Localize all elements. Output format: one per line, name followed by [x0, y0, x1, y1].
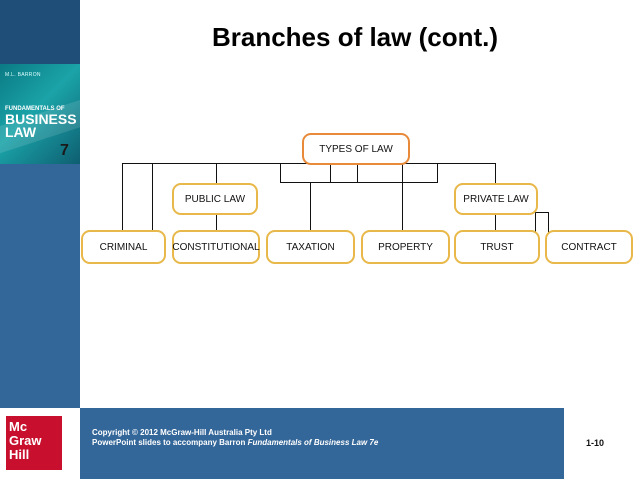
slide-number-area [564, 408, 638, 479]
copyright-line2-prefix: PowerPoint slides to accompany Barron [92, 438, 248, 447]
logo-line: Graw [9, 433, 42, 448]
copyright-line2-book: Fundamentals of Business Law 7e [247, 438, 379, 447]
connector-line [437, 163, 438, 183]
connector-line [310, 183, 311, 233]
logo-text: Mc Graw Hill [9, 420, 61, 462]
connector-line [330, 163, 331, 183]
connector-line [280, 182, 438, 183]
connector-line [402, 163, 403, 183]
node-private-law: PRIVATE LAW [454, 183, 538, 215]
connector-line [122, 163, 123, 233]
connector-line [216, 212, 217, 234]
logo-line: Mc [9, 419, 28, 434]
slide-title: Branches of law (cont.) [211, 22, 499, 52]
book-title-line1: FUNDAMENTALS OF [5, 106, 65, 112]
connector-line [495, 163, 496, 185]
book-edition: 7 [60, 142, 69, 159]
connector-line [357, 155, 358, 183]
node-taxation: TAXATION [266, 230, 355, 264]
node-property: PROPERTY [361, 230, 450, 264]
connector-line [122, 163, 280, 164]
connector-line [438, 163, 496, 164]
connector-line [548, 212, 549, 234]
node-contract: CONTRACT [545, 230, 633, 264]
book-title-line2: BUSINESS [5, 111, 77, 127]
node-types-of-law: TYPES OF LAW [302, 133, 410, 165]
node-criminal: CRIMINAL [81, 230, 166, 264]
slide-number: 1-10 [586, 438, 605, 448]
copyright-line2: PowerPoint slides to accompany Barron Fu… [92, 438, 378, 448]
node-constitutional: CONSTITUTIONAL [172, 230, 260, 264]
book-cover-image: M.L. BARRON FUNDAMENTALS OF BUSINESS LAW… [0, 64, 80, 164]
connector-line [280, 163, 281, 183]
copyright-line1: Copyright © 2012 McGraw-Hill Australia P… [92, 428, 272, 437]
logo-line: Hill [9, 447, 30, 462]
node-trust: TRUST [454, 230, 540, 264]
book-title-line3: LAW [5, 124, 37, 140]
footer-bar [0, 408, 638, 479]
node-public-law: PUBLIC LAW [172, 183, 258, 215]
connector-line [495, 212, 496, 234]
book-author: M.L. BARRON [5, 72, 41, 78]
connector-line [216, 163, 217, 185]
connector-line [535, 212, 536, 232]
connector-line [535, 212, 549, 213]
connector-line [152, 163, 153, 233]
mcgraw-hill-logo [6, 416, 62, 470]
copyright-text: Copyright © 2012 McGraw-Hill Australia P… [92, 428, 378, 448]
connector-line [402, 183, 403, 233]
sidebar-top-block [0, 0, 80, 64]
